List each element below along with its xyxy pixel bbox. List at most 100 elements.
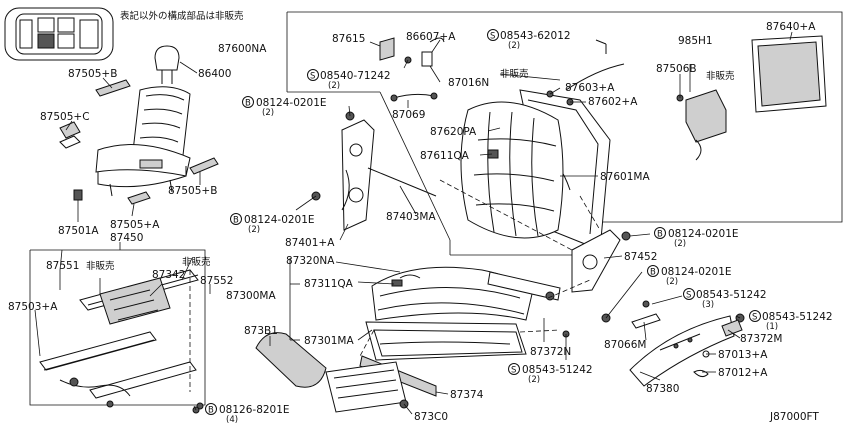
label-87374: 87374 <box>450 389 484 401</box>
label-87016N: 87016N <box>448 77 489 89</box>
screw-marker-icon <box>487 29 499 41</box>
label-08126-8201E: 08126-8201E <box>219 404 290 416</box>
label-985H1: 985H1 <box>678 35 713 47</box>
diagram-code: J87000FT <box>769 411 819 423</box>
label-08540-71242: 08540-71242 <box>320 70 391 82</box>
label-87372M: 87372M <box>740 333 782 345</box>
label-87301MA: 87301MA <box>304 335 354 347</box>
screw-marker-letter: S <box>511 366 516 376</box>
label-87342: 87342 <box>152 269 185 281</box>
seat-back-small-parts <box>311 35 827 231</box>
label-87401A: 87401+A <box>285 237 335 249</box>
bolt-marker-letter: B <box>208 406 214 416</box>
part-labels: 87505+B 86400 87505+C 87505+B 87501A 875… <box>8 21 833 425</box>
label-87501A: 87501A <box>58 225 99 237</box>
label-08543-62012: 08543-62012 <box>500 30 571 42</box>
car-locator-icon <box>4 7 114 61</box>
qty-08124-0201E-c: (2) <box>674 239 686 249</box>
qty-08540-71242: (2) <box>328 81 340 91</box>
cover-87615 <box>379 37 395 61</box>
label-hihan-4: 非販売 <box>706 70 735 82</box>
header-note-group: 表記以外の構成部品は非販売 <box>120 10 244 22</box>
label-87069: 87069 <box>392 109 425 121</box>
seat-small-parts <box>59 79 219 205</box>
bolt-marker-letter: B <box>650 268 656 278</box>
seat-slide-rail-illustration <box>39 269 204 410</box>
screw-marker-letter: S <box>310 72 315 82</box>
bolt-marker-icon <box>230 213 242 225</box>
qty-08543-51242-b: (1) <box>766 322 778 332</box>
label-87611QA: 87611QA <box>420 150 470 162</box>
label-86607A: 86607+A <box>406 31 456 43</box>
label-87505B-top: 87505+B <box>68 68 117 80</box>
screw-marker-letter: S <box>752 313 757 323</box>
label-87505C: 87505+C <box>40 111 90 123</box>
label-873C0: 873C0 <box>414 411 448 423</box>
label-87620PA: 87620PA <box>430 126 477 138</box>
label-873B1: 873B1 <box>244 325 278 337</box>
label-87300MA: 87300MA <box>226 290 276 302</box>
label-87505A: 87505+A <box>110 219 160 231</box>
bolt-marker-letter: B <box>657 230 663 240</box>
label-86400: 86400 <box>198 68 231 80</box>
bolt-marker-icon <box>647 265 659 277</box>
screw-marker-icon <box>683 288 695 300</box>
seat-back-illustration <box>460 89 611 251</box>
label-87601MA: 87601MA <box>600 171 650 183</box>
header-note: 表記以外の構成部品は非販売 <box>120 10 244 22</box>
qty-08124-0201E-a: (2) <box>262 108 274 118</box>
label-87552: 87552 <box>200 275 233 287</box>
seat-assembly-illustration <box>95 45 191 197</box>
label-08543-51242-c: 08543-51242 <box>522 364 593 376</box>
label-87603A: 87603+A <box>565 82 615 94</box>
bolt-marker-icon <box>242 96 254 108</box>
label-87602A: 87602+A <box>588 96 638 108</box>
screw-marker-icon <box>749 310 761 322</box>
recliner-right-illustration <box>571 229 745 387</box>
label-87450: 87450 <box>110 232 143 244</box>
qty-08543-51242-a: (3) <box>702 300 714 310</box>
label-87013A: 87013+A <box>718 349 768 361</box>
label-08124-0201E-a: 08124-0201E <box>256 97 327 109</box>
qty-08124-0201E-d: (2) <box>666 277 678 287</box>
label-87640A: 87640+A <box>766 21 816 33</box>
label-87320NA: 87320NA <box>286 255 335 267</box>
seat-cushion-illustration <box>192 266 570 414</box>
bolt-marker-icon <box>654 227 666 239</box>
label-08543-51242-a: 08543-51242 <box>696 289 767 301</box>
qty-08543-51242-c: (2) <box>528 375 540 385</box>
dashed-alignment-lines <box>189 179 601 392</box>
label-08543-51242-b: 08543-51242 <box>762 311 833 323</box>
screw-marker-letter: S <box>490 32 495 42</box>
label-08124-0201E-d: 08124-0201E <box>661 266 732 278</box>
bolt-marker-letter: B <box>233 216 239 226</box>
qty-08124-0201E-b: (2) <box>248 225 260 235</box>
screw-marker-icon <box>508 363 520 375</box>
label-87403MA: 87403MA <box>386 211 436 223</box>
label-hihan-2: 非販売 <box>182 256 211 268</box>
label-08124-0201E-b: 08124-0201E <box>244 214 315 226</box>
bolt-marker-icon <box>205 403 217 415</box>
label-87380: 87380 <box>646 383 679 395</box>
label-hihan-3: 非販売 <box>500 68 529 80</box>
label-87503A: 87503+A <box>8 301 58 313</box>
label-87615: 87615 <box>332 33 365 45</box>
label-hihan-1: 非販売 <box>86 260 115 272</box>
label-87600NA: 87600NA <box>218 43 267 55</box>
screw-marker-icon <box>307 69 319 81</box>
label-87506B: 87506B <box>656 63 697 75</box>
label-87012A: 87012+A <box>718 367 768 379</box>
label-87505B-mid: 87505+B <box>168 185 217 197</box>
label-87551: 87551 <box>46 260 79 272</box>
trim-cover-part <box>95 79 131 97</box>
leader-lines <box>34 31 793 415</box>
label-87452: 87452 <box>624 251 657 263</box>
label-87311QA: 87311QA <box>304 278 354 290</box>
qty-08543-62012: (2) <box>508 41 520 51</box>
label-08124-0201E-c: 08124-0201E <box>668 228 739 240</box>
label-87372N: 87372N <box>530 346 571 358</box>
selected-seat-marker <box>37 33 55 49</box>
bolt-marker-letter: B <box>245 99 251 109</box>
screw-marker-letter: S <box>686 291 691 301</box>
